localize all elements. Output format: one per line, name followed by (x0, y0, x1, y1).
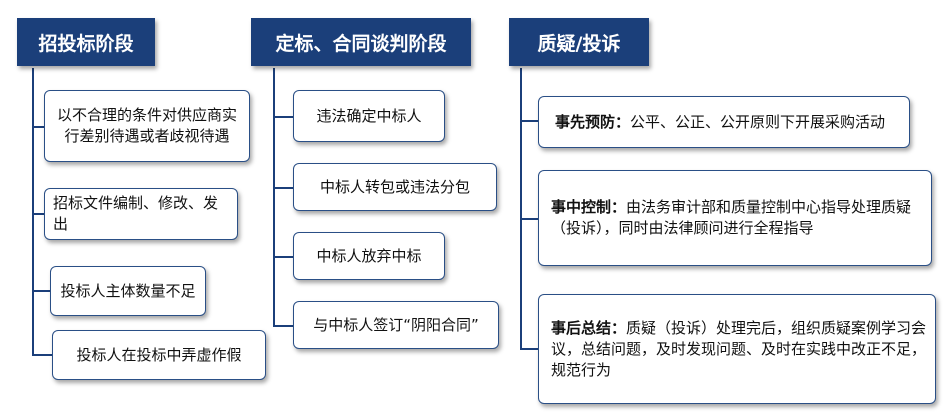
control-text: 事中控制：由法务审计部和质量控制中心指导处理质疑（投诉），同时由法律顾问进行全程… (551, 197, 923, 239)
risk-item-text: 招标文件编制、修改、发出 (53, 194, 219, 233)
risk-item-box: 中标人转包或违法分包 (293, 163, 497, 211)
control-label: 事先预防： (555, 112, 631, 131)
control-label: 事后总结： (551, 318, 627, 337)
risk-item-text: 以不合理的条件对供应商实行差别待遇或者歧视待遇 (56, 106, 237, 145)
risk-item-text: 投标人主体数量不足 (60, 281, 196, 300)
connector-branch (32, 126, 46, 128)
control-detail: 公平、公正、公开原则下开展采购活动 (630, 112, 886, 131)
risk-item-box: 中标人放弃中标 (293, 232, 445, 280)
control-label: 事中控制： (551, 198, 627, 216)
connector-branch (520, 348, 540, 350)
connector-branch (273, 116, 295, 118)
connector-branch (520, 218, 540, 220)
column-header-award: 定标、合同谈判阶段 (251, 18, 471, 66)
column-header-complaint: 质疑/投诉 (509, 18, 649, 66)
connector-branch (32, 213, 46, 215)
connector-branch (273, 325, 295, 327)
control-text: 事后总结：质疑（投诉）处理完后，组织质疑案例学习会议，总结问题，及时发现问题、及… (551, 318, 927, 381)
connector-branch (273, 256, 295, 258)
connector-branch (32, 290, 52, 292)
column-header-bidding: 招投标阶段 (17, 18, 155, 66)
risk-item-box: 违法确定中标人 (293, 90, 445, 142)
risk-item-box: 投标人主体数量不足 (50, 266, 206, 316)
control-text: 事先预防：公平、公正、公开原则下开展采购活动 (555, 112, 885, 133)
control-detail: 质疑（投诉）处理完后，组织质疑案例学习会议，总结问题，及时发现问题、及时在实践中… (551, 318, 927, 379)
control-box-prevention: 事先预防：公平、公正、公开原则下开展采购活动 (538, 96, 910, 148)
risk-item-box: 与中标人签订“阴阳合同” (293, 301, 499, 349)
connector-trunk-1 (32, 68, 34, 355)
control-box-process: 事中控制：由法务审计部和质量控制中心指导处理质疑（投诉），同时由法律顾问进行全程… (538, 170, 932, 266)
connector-branch (273, 187, 295, 189)
control-detail: 由法务审计部和质量控制中心指导处理质疑（投诉），同时由法律顾问进行全程指导 (551, 198, 912, 237)
connector-branch (520, 120, 540, 122)
risk-item-box: 以不合理的条件对供应商实行差别待遇或者歧视待遇 (44, 90, 250, 162)
risk-item-text: 投标人在投标中弄虚作假 (76, 345, 242, 364)
risk-item-box: 投标人在投标中弄虚作假 (52, 330, 266, 380)
control-box-summary: 事后总结：质疑（投诉）处理完后，组织质疑案例学习会议，总结问题，及时发现问题、及… (538, 294, 936, 404)
risk-item-text: 中标人放弃中标 (316, 246, 422, 265)
connector-branch (32, 354, 54, 356)
connector-trunk-2 (273, 68, 275, 327)
risk-item-box: 招标文件编制、修改、发出 (44, 188, 238, 240)
connector-trunk-3 (520, 68, 522, 350)
risk-item-text: 违法确定中标人 (316, 106, 422, 125)
risk-item-text: 与中标人签订“阴阳合同” (313, 315, 479, 334)
risk-item-text: 中标人转包或违法分包 (319, 177, 470, 196)
